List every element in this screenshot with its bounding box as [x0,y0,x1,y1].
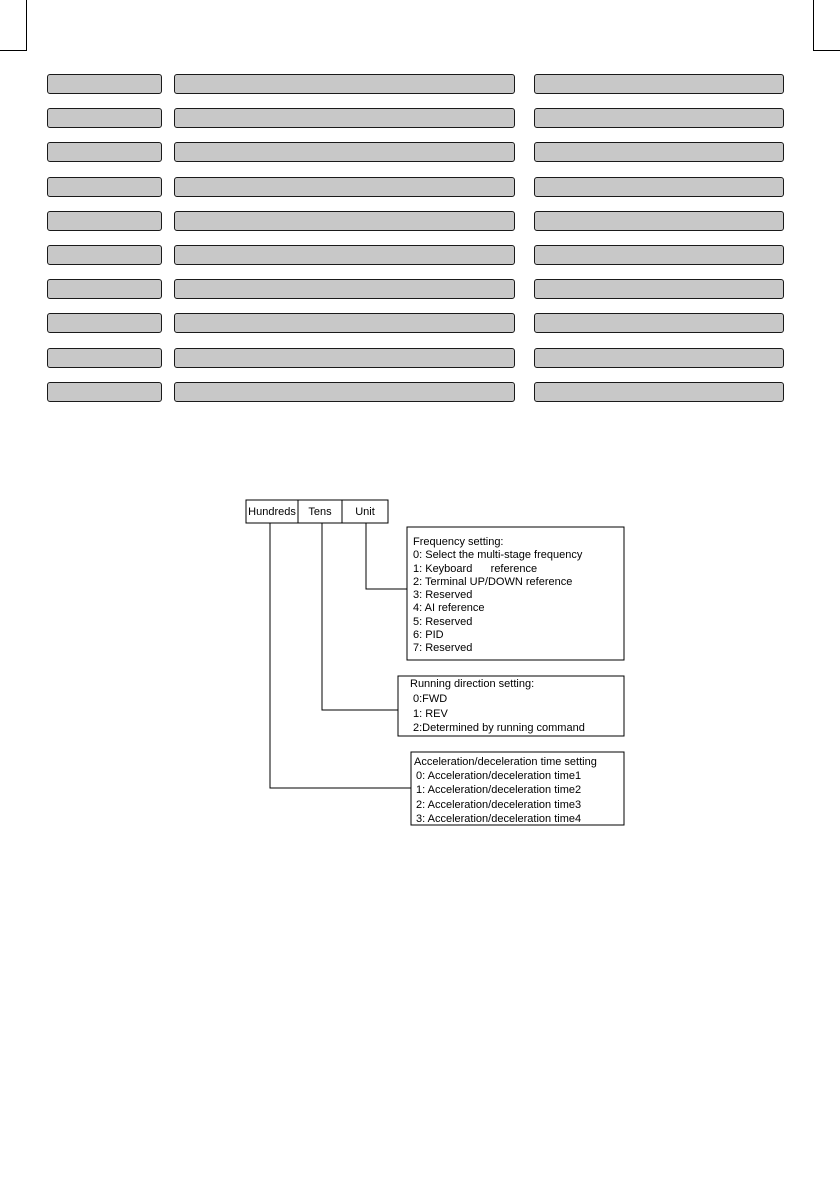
parameter-code-cell [47,382,162,402]
table-row [0,74,840,96]
table-row [0,313,840,335]
parameter-name-cell [174,313,515,333]
frequency-option: 1: Keyboard reference [413,563,537,575]
frequency-setting-box [406,526,625,661]
frequency-option: 7: Reserved [413,642,472,654]
frequency-option: 3: Reserved [413,589,472,601]
acc-dec-time-box [410,751,625,826]
parameter-value-cell [534,279,784,299]
parameter-name-cell [174,348,515,368]
crop-mark-top-right [813,0,840,51]
table-row [0,211,840,233]
parameter-code-cell [47,211,162,231]
parameter-name-cell [174,177,515,197]
acc-dec-option: 3: Acceleration/deceleration time4 [416,813,581,825]
crop-mark-top-left [0,0,27,51]
parameter-code-cell [47,279,162,299]
frequency-option: 0: Select the multi-stage frequency [413,549,583,561]
running-direction-box [397,675,625,737]
parameter-value-cell [534,177,784,197]
running-direction-option: 0:FWD [413,693,447,705]
table-row [0,279,840,301]
unit-box [341,499,389,524]
acc-dec-title: Acceleration/deceleration time setting [414,756,597,768]
frequency-option: 2: Terminal UP/DOWN reference [413,576,572,588]
parameter-name-cell [174,142,515,162]
unit-connector [365,523,407,590]
parameter-name-cell [174,74,515,94]
parameter-value-cell [534,211,784,231]
frequency-option: 5: Reserved [413,616,472,628]
frequency-setting-title: Frequency setting: [413,536,504,548]
parameter-name-cell [174,108,515,128]
running-direction-title: Running direction setting: [410,678,534,690]
acc-dec-option: 0: Acceleration/deceleration time1 [416,770,581,782]
parameter-name-cell [174,382,515,402]
parameter-name-cell [174,279,515,299]
parameter-value-cell [534,382,784,402]
parameter-value-cell [534,74,784,94]
parameter-code-cell [47,245,162,265]
frequency-option: 4: AI reference [413,602,485,614]
parameter-name-cell [174,211,515,231]
parameter-code-cell [47,142,162,162]
hundreds-label: Hundreds [248,506,296,518]
parameter-value-cell [534,348,784,368]
running-direction-option: 1: REV [413,708,449,720]
parameter-code-cell [47,74,162,94]
parameter-code-cell [47,177,162,197]
frequency-option: 6: PID [413,629,444,641]
parameter-value-cell [534,313,784,333]
table-row [0,142,840,164]
tens-connector [321,523,398,711]
parameter-code-cell [47,348,162,368]
tens-label: Tens [308,506,332,518]
parameter-value-cell [534,245,784,265]
table-row [0,108,840,130]
parameter-code-cell [47,313,162,333]
parameter-code-cell [47,108,162,128]
unit-label: Unit [355,506,375,518]
table-row [0,382,840,404]
table-row [0,348,840,370]
acc-dec-option: 1: Acceleration/deceleration time2 [416,784,581,796]
running-direction-option: 2:Determined by running command [413,722,585,734]
table-row [0,177,840,199]
acc-dec-option: 2: Acceleration/deceleration time3 [416,799,581,811]
parameter-name-cell [174,245,515,265]
parameter-value-cell [534,108,784,128]
table-row [0,245,840,267]
parameter-value-cell [534,142,784,162]
hundreds-connector [269,523,411,789]
